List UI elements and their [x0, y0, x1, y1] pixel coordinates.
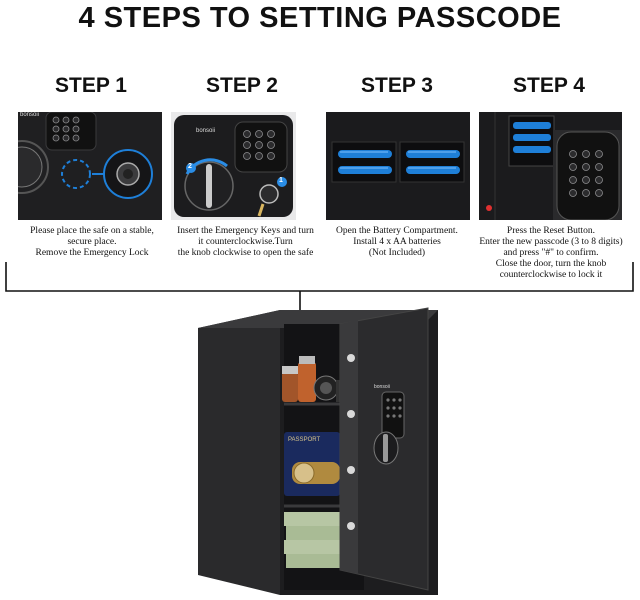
step-4-heading: STEP 4 [513, 74, 585, 97]
step-2-photo: bonsoii 1 2 [171, 112, 296, 220]
safe-illustration: PASSPORT bonsoii [180, 300, 450, 595]
passport-label: PASSPORT [288, 437, 321, 443]
brand-logo: bonsoii [20, 112, 40, 118]
step-1-heading: STEP 1 [55, 74, 127, 97]
step-3-heading: STEP 3 [361, 74, 433, 97]
step-4-description: Press the Reset Button. Enter the new pa… [479, 226, 623, 280]
safe-brand-logo: bonsoii [374, 384, 390, 390]
step-2-heading: STEP 2 [206, 74, 278, 97]
step-1-description: Please place the safe on a stable, secur… [30, 226, 154, 258]
step-1-photo: bonsoii [18, 112, 162, 220]
brand-logo-step2: bonsoii [196, 128, 216, 134]
step-4-photo [479, 112, 622, 220]
step-3-photo [326, 112, 470, 220]
step-3-description: Open the Battery Compartment. Install 4 … [336, 226, 458, 258]
page-title: 4 STEPS TO SETTING PASSCODE [78, 2, 562, 34]
step-2-description: Insert the Emergency Keys and turn it co… [177, 226, 314, 258]
marker-1: 1 [279, 177, 283, 184]
marker-2: 2 [188, 163, 192, 170]
